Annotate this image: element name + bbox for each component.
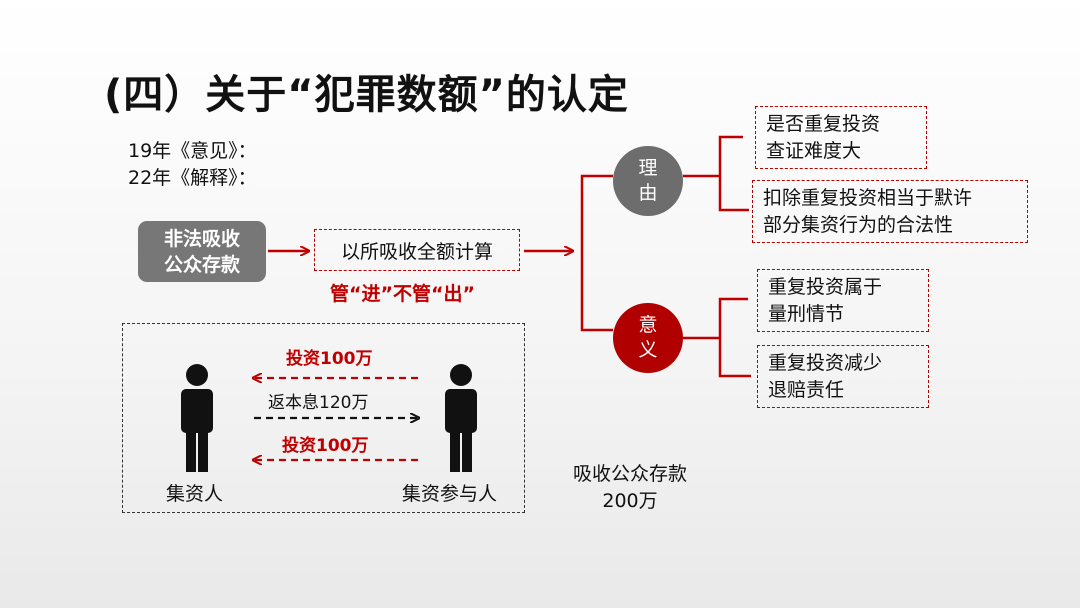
- source-line: 非法吸收: [163, 227, 240, 250]
- person-icon: [181, 364, 213, 472]
- reference-item: 19年《意见》：: [128, 140, 257, 162]
- meaning-circle: 意 义: [613, 303, 683, 373]
- fundraiser-label: 集资人: [166, 483, 224, 505]
- main-bracket: [580, 174, 613, 332]
- slogan: 管“进”不管“出”: [330, 283, 475, 305]
- person-icon: [445, 364, 477, 472]
- reason-bracket: [683, 135, 749, 212]
- flow-label-return: 返本息120万: [268, 393, 369, 413]
- reason-circle-line: 理: [638, 157, 658, 179]
- participant-label: 集资参与人: [402, 483, 498, 505]
- calculation-label: 以所吸收全额计算: [340, 240, 493, 263]
- total-line: 吸收公众存款: [572, 463, 687, 485]
- reason-item: 扣除重复投资相当于默许 部分集资行为的合法性: [752, 180, 1028, 243]
- case-example-box: [122, 323, 525, 513]
- meaning-bracket: [683, 297, 751, 378]
- meaning-circle-line: 义: [638, 339, 658, 361]
- total-line: 200万: [602, 490, 658, 512]
- meaning-item: 重复投资属于 量刑情节: [757, 269, 929, 332]
- calculation-box: 以所吸收全额计算: [314, 229, 520, 271]
- reason-item: 是否重复投资 查证难度大: [755, 106, 927, 169]
- reference-list: 19年《意见》： 22年《解释》：: [128, 138, 257, 192]
- page-title: (四）关于“犯罪数额”的认定: [104, 72, 629, 118]
- reason-circle: 理 由: [613, 146, 683, 216]
- meaning-circle-line: 意: [638, 314, 658, 336]
- source-line: 公众存款: [163, 253, 240, 276]
- flow-label-invest-2: 投资100万: [282, 436, 369, 456]
- source-box: 非法吸收 公众存款: [138, 221, 266, 282]
- total-amount: 吸收公众存款 200万: [560, 461, 700, 515]
- flow-label-invest-1: 投资100万: [286, 349, 373, 369]
- meaning-item: 重复投资减少 退赔责任: [757, 345, 929, 408]
- reference-item: 22年《解释》：: [128, 167, 257, 189]
- reason-circle-line: 由: [638, 182, 658, 204]
